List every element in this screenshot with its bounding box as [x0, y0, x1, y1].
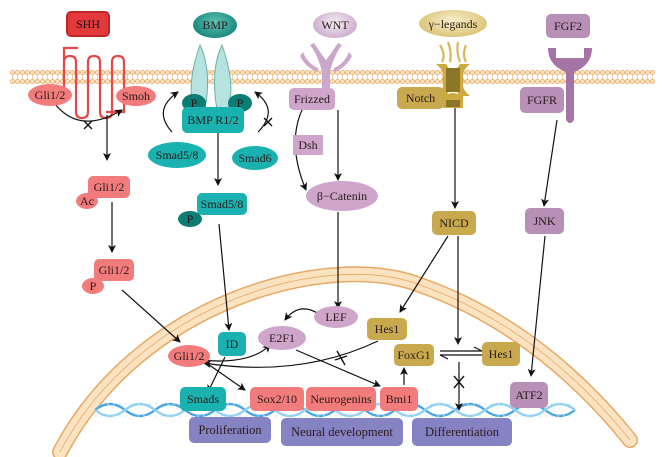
- sox2-10: Sox2/10: [250, 387, 304, 411]
- id: ID: [218, 332, 246, 356]
- bmp-receptor: BMP R1/2: [182, 107, 244, 133]
- equilibrium-arrows: [439, 346, 483, 360]
- nuclear-membrane: [52, 266, 638, 457]
- fgf2-ligand: FGF2: [546, 14, 590, 38]
- outcome-neural-development: Neural development: [281, 418, 403, 446]
- notch: Notch: [397, 87, 444, 109]
- lef: LEF: [314, 306, 358, 328]
- inhibition-marks: [83, 117, 465, 389]
- notch-receptor-icon: [436, 41, 470, 108]
- hes1-right: Hes1: [482, 342, 520, 366]
- gli-membrane: Gli1/2: [28, 84, 72, 106]
- gli-nuclear: Gli1/2: [168, 345, 210, 367]
- smad-phospho-tag: P: [178, 211, 202, 227]
- fgfr-receptor-icon: [548, 48, 592, 123]
- bmp-ligand: BMP: [193, 12, 237, 38]
- frizzled-receptor-icon: [300, 43, 352, 110]
- frizzled: Frizzed: [289, 88, 335, 110]
- smoh: Smoh: [116, 86, 156, 106]
- neurogenins: Neurogenins: [306, 387, 376, 411]
- smads: Smads: [180, 387, 226, 411]
- e2f1: E2F1: [258, 326, 306, 350]
- cell-membrane: [10, 70, 655, 84]
- bmi1: Bmi1: [380, 387, 418, 411]
- dsh: Dsh: [293, 135, 323, 155]
- gli-phospho: Gli1/2: [94, 259, 134, 281]
- atf2: ATF2: [510, 382, 548, 408]
- smad58-phospho: Smad5/8: [197, 193, 247, 215]
- foxg1: FoxG1: [394, 344, 434, 366]
- smad6: Smad6: [232, 146, 278, 170]
- ptch-receptor-icon: [62, 46, 126, 120]
- wnt-ligand: WNT: [313, 12, 357, 38]
- outcome-differentiation: Differentiation: [412, 418, 512, 446]
- beta-catenin: β−Catenin: [306, 181, 378, 211]
- acetyl-tag: Ac: [76, 193, 98, 209]
- gli-acetylated: Gli1/2: [88, 176, 130, 198]
- shh-ligand: SHH: [66, 11, 110, 37]
- jnk: JNK: [525, 208, 564, 234]
- outcome-proliferation: Proliferation: [189, 417, 271, 443]
- smad58-upper: Smad5/8: [148, 142, 206, 168]
- fgfr: FGFR: [520, 87, 564, 113]
- gamma-ligands: γ−legands: [419, 10, 487, 37]
- nicd: NICD: [432, 211, 476, 235]
- gli-phospho-tag: P: [82, 278, 104, 294]
- hes1-left: Hes1: [367, 318, 407, 340]
